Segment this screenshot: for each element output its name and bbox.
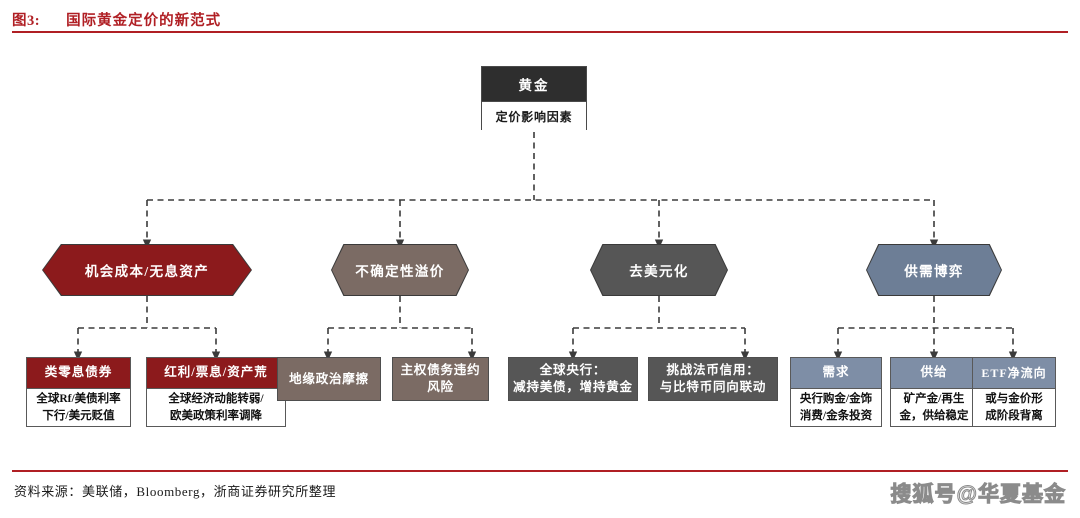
diagram-canvas: 黄金 定价影响因素 机会成本/无息资产 不确定性溢价 去美元化 供需博弈 类零息…: [0, 36, 1080, 468]
root-node: 黄金 定价影响因素: [481, 66, 587, 130]
connector-lines: [73, 132, 1018, 361]
leaf-title: 供给: [891, 358, 977, 388]
leaf-node-etf-net-flow[interactable]: ETF净流向 或与金价形 成阶段背离: [972, 357, 1056, 427]
branch-node-uncertainty-premium[interactable]: 不确定性溢价: [331, 244, 469, 296]
branch-label: 去美元化: [591, 245, 727, 295]
figure-label: 图3:: [12, 12, 41, 29]
branch-node-opportunity-cost[interactable]: 机会成本/无息资产: [42, 244, 252, 296]
root-node-title: 黄金: [482, 67, 586, 101]
leaf-node-fiat-credit-challenge[interactable]: 挑战法币信用： 与比特币同向联动: [648, 357, 778, 401]
leaf-node-zero-coupon-bond[interactable]: 类零息债券 全球Rf/美债利率 下行/美元贬值: [26, 357, 131, 427]
leaf-title: 全球央行： 减持美债，增持黄金: [509, 358, 637, 400]
leaf-node-demand[interactable]: 需求 央行购金/金饰 消费/金条投资: [790, 357, 882, 427]
leaf-title: 类零息债券: [27, 358, 130, 388]
branch-label: 供需博弈: [867, 245, 1001, 295]
branch-label: 不确定性溢价: [332, 245, 468, 295]
leaf-node-sovereign-default-risk[interactable]: 主权债务违约 风险: [392, 357, 489, 401]
leaf-title: 主权债务违约 风险: [393, 358, 488, 400]
leaf-title: 需求: [791, 358, 881, 388]
leaf-title: ETF净流向: [973, 358, 1055, 388]
figure-header: 图3: 国际黄金定价的新范式: [12, 4, 1068, 34]
leaf-body: 或与金价形 成阶段背离: [973, 388, 1055, 426]
root-node-subtitle: 定价影响因素: [482, 101, 586, 130]
source-note: 资料来源：美联储，Bloomberg，浙商证券研究所整理: [14, 484, 337, 499]
leaf-title: 地缘政治摩擦: [278, 358, 380, 400]
leaf-title: 红利/票息/资产荒: [147, 358, 285, 388]
watermark: 搜狐号@华夏基金: [890, 483, 1066, 507]
branch-node-supply-demand[interactable]: 供需博弈: [866, 244, 1002, 296]
branch-label: 机会成本/无息资产: [43, 245, 251, 295]
leaf-node-dividend-coupon-asset-shortage[interactable]: 红利/票息/资产荒 全球经济动能转弱/ 欧美政策利率调降: [146, 357, 286, 427]
leaf-node-supply[interactable]: 供给 矿产金/再生 金，供给稳定: [890, 357, 978, 427]
figure-title: 国际黄金定价的新范式: [66, 12, 222, 29]
leaf-node-global-central-banks[interactable]: 全球央行： 减持美债，增持黄金: [508, 357, 638, 401]
leaf-node-geopolitical-friction[interactable]: 地缘政治摩擦: [277, 357, 381, 401]
branch-node-de-dollarization[interactable]: 去美元化: [590, 244, 728, 296]
leaf-body: 全球Rf/美债利率 下行/美元贬值: [27, 388, 130, 426]
leaf-body: 央行购金/金饰 消费/金条投资: [791, 388, 881, 426]
leaf-body: 全球经济动能转弱/ 欧美政策利率调降: [147, 388, 285, 426]
leaf-title: 挑战法币信用： 与比特币同向联动: [649, 358, 777, 400]
footer-rule: [12, 470, 1068, 472]
header-rule: [12, 31, 1068, 33]
leaf-body: 矿产金/再生 金，供给稳定: [891, 388, 977, 426]
